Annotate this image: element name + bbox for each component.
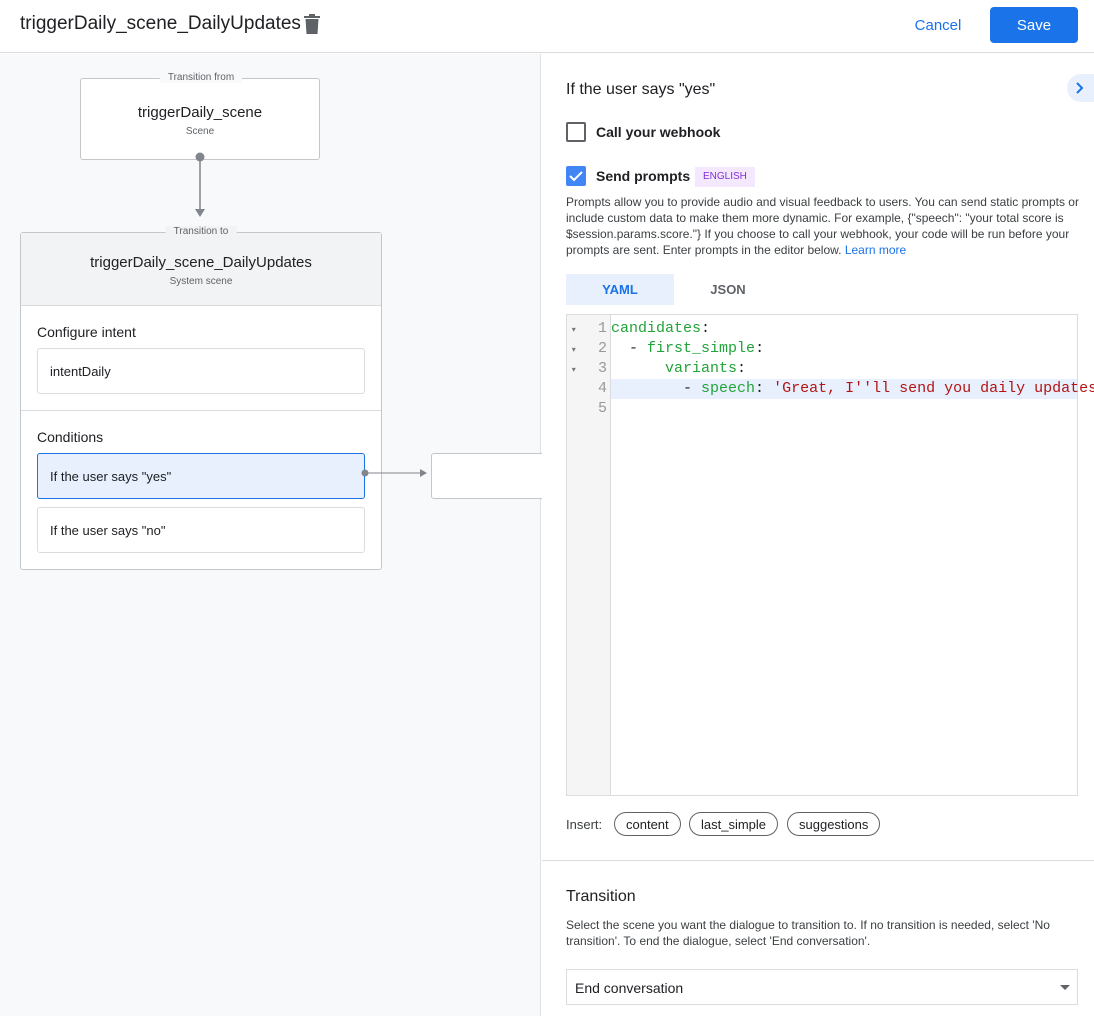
collapse-panel-button[interactable] bbox=[1067, 74, 1094, 102]
cancel-button[interactable]: Cancel bbox=[903, 8, 973, 42]
page-title: triggerDaily_scene_DailyUpdates bbox=[20, 13, 301, 34]
empty-target-node[interactable] bbox=[431, 453, 546, 499]
to-scene-name: triggerDaily_scene_DailyUpdates bbox=[90, 254, 312, 271]
transition-description: Select the scene you want the dialogue t… bbox=[566, 918, 1050, 948]
insert-chip-suggestions[interactable]: suggestions bbox=[787, 812, 881, 836]
insert-chip-last-simple[interactable]: last_simple bbox=[689, 812, 779, 836]
transition-to-legend: Transition to bbox=[165, 226, 237, 237]
condition-yes[interactable]: If the user says "yes" bbox=[37, 453, 365, 499]
header: triggerDaily_scene_DailyUpdates Cancel S… bbox=[0, 0, 1094, 53]
learn-more-link[interactable]: Learn more bbox=[844, 243, 907, 257]
to-scene-type: System scene bbox=[169, 276, 233, 287]
intent-field[interactable]: intentDaily bbox=[37, 348, 365, 394]
send-prompts-label: Send prompts bbox=[596, 168, 691, 184]
webhook-checkbox[interactable] bbox=[566, 122, 586, 142]
transition-to-node: Transition to triggerDaily_scene_DailyUp… bbox=[20, 226, 382, 570]
transition-selected-value: End conversation bbox=[575, 980, 684, 996]
prompts-description: Prompts allow you to provide audio and v… bbox=[566, 195, 1079, 257]
panel-heading: If the user says "yes" bbox=[566, 81, 716, 98]
send-prompts-checkbox[interactable] bbox=[566, 166, 586, 186]
transition-from-legend: Transition from bbox=[159, 72, 243, 83]
condition-panel: If the user says "yes" Call your webhook… bbox=[542, 54, 1094, 1016]
tab-yaml[interactable]: YAML bbox=[566, 274, 674, 305]
insert-chip-content[interactable]: content bbox=[614, 812, 681, 836]
code-line: 5 bbox=[597, 400, 607, 417]
connector-arrow bbox=[195, 152, 205, 217]
webhook-label: Call your webhook bbox=[596, 124, 721, 140]
code-line: ▾3 variants: bbox=[567, 360, 747, 377]
scene-canvas: Transition from triggerDaily_scene Scene… bbox=[0, 54, 546, 1016]
language-badge: ENGLISH bbox=[695, 167, 755, 187]
from-scene-name: triggerDaily_scene bbox=[137, 104, 263, 121]
tab-json[interactable]: JSON bbox=[710, 282, 746, 297]
code-line: 4 - speech: 'Great, I''ll send you daily… bbox=[597, 379, 1094, 399]
trash-icon[interactable] bbox=[303, 14, 321, 34]
condition-no[interactable]: If the user says "no" bbox=[37, 507, 365, 553]
transition-select[interactable]: End conversation bbox=[566, 969, 1078, 1005]
transition-from-node[interactable]: Transition from triggerDaily_scene Scene bbox=[80, 72, 320, 160]
configure-intent-label: Configure intent bbox=[37, 324, 136, 340]
chevron-right-icon bbox=[1076, 82, 1084, 94]
insert-label: Insert: bbox=[566, 817, 603, 832]
save-button[interactable]: Save bbox=[990, 7, 1078, 43]
conditions-label: Conditions bbox=[37, 429, 104, 445]
transition-heading: Transition bbox=[566, 888, 636, 905]
code-line: ▾2 - first_simple: bbox=[567, 340, 765, 357]
check-icon bbox=[569, 171, 583, 182]
from-scene-type: Scene bbox=[185, 126, 215, 137]
condition-connector bbox=[361, 469, 427, 477]
dropdown-arrow-icon bbox=[1060, 985, 1070, 990]
